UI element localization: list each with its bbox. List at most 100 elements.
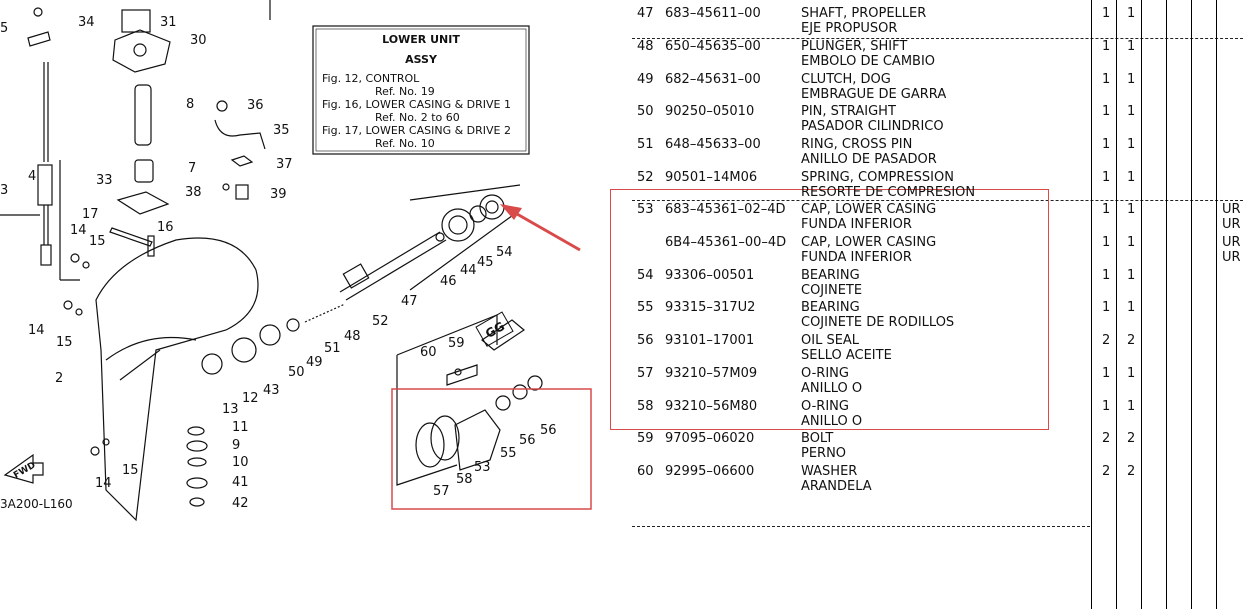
callout-56: 56 [540, 423, 557, 438]
description-en: O-RING [801, 399, 849, 414]
description-en: SPRING, COMPRESSION [801, 170, 954, 185]
description-en: OIL SEAL [801, 333, 860, 348]
callout-5: 5 [0, 21, 8, 36]
ref-number: 51 [637, 137, 654, 152]
quantity-2: 1 [1127, 39, 1136, 54]
part-number: 93315–317U2 [665, 300, 756, 315]
part-number: 97095–06020 [665, 431, 755, 446]
description-en: SHAFT, PROPELLER [801, 6, 927, 21]
description-en: CLUTCH, DOG [801, 72, 891, 87]
callout-31: 31 [160, 15, 177, 30]
quantity-2: 1 [1127, 399, 1136, 414]
svg-text:Ref. No. 10: Ref. No. 10 [375, 137, 435, 150]
quantity-2: 2 [1127, 431, 1136, 446]
callout-2: 2 [55, 371, 63, 386]
remark: UR [1222, 250, 1241, 265]
quantity-1: 1 [1102, 137, 1111, 152]
description-en: RING, CROSS PIN [801, 137, 913, 152]
part-number: 6B4–45361–00–4D [665, 235, 787, 250]
ref-number: 59 [637, 431, 654, 446]
gg-label: GG [483, 319, 507, 341]
description-en: CAP, LOWER CASING [801, 202, 937, 217]
callout-45: 45 [477, 255, 494, 270]
quantity-2: 1 [1127, 300, 1136, 315]
ref-number: 60 [637, 464, 654, 479]
quantity-2: 1 [1127, 72, 1136, 87]
ref-number: 56 [637, 333, 654, 348]
callout-13: 13 [222, 402, 239, 417]
note-title-2: ASSY [405, 53, 438, 66]
quantity-2: 1 [1127, 170, 1136, 185]
quantity-1: 1 [1102, 72, 1111, 87]
callout-60: 60 [420, 345, 437, 360]
description-es: EMBOLO DE CAMBIO [801, 54, 936, 69]
part-number: 682–45631–00 [665, 72, 761, 87]
callout-44: 44 [460, 263, 477, 278]
callout-53: 53 [474, 460, 491, 475]
svg-text:Ref. No. 2 to 60: Ref. No. 2 to 60 [375, 111, 460, 124]
description-es: SELLO ACEITE [801, 348, 892, 363]
quantity-1: 1 [1102, 366, 1111, 381]
highlight-box-cap [391, 388, 592, 510]
callout-14: 14 [28, 323, 45, 338]
part-number: 90501–14M06 [665, 170, 758, 185]
description-en: WASHER [801, 464, 858, 479]
callout-50: 50 [288, 365, 305, 380]
quantity-1: 1 [1102, 399, 1111, 414]
callout-14: 14 [95, 476, 112, 491]
part-number: 93101–17001 [665, 333, 755, 348]
quantity-2: 1 [1127, 202, 1136, 217]
part-number: 683–45611–00 [665, 6, 761, 21]
svg-text:Fig. 12, CONTROL: Fig. 12, CONTROL [322, 72, 420, 85]
ref-number: 54 [637, 268, 654, 283]
callout-35: 35 [273, 123, 290, 138]
quantity-2: 1 [1127, 6, 1136, 21]
callout-56: 56 [519, 433, 536, 448]
description-es: ANILLO O [801, 414, 863, 429]
callout-33: 33 [96, 173, 113, 188]
quantity-2: 2 [1127, 464, 1136, 479]
quantity-1: 1 [1102, 202, 1111, 217]
ref-number: 55 [637, 300, 654, 315]
callout-55: 55 [500, 446, 517, 461]
description-es: FUNDA INFERIOR [801, 217, 912, 232]
callout-15: 15 [89, 234, 106, 249]
description-en: BEARING [801, 268, 860, 283]
callout-47: 47 [401, 294, 418, 309]
callout-38: 38 [185, 185, 202, 200]
note-title-1: LOWER UNIT [382, 33, 460, 46]
callout-52: 52 [372, 314, 389, 329]
callout-42: 42 [232, 496, 249, 511]
ref-number: 48 [637, 39, 654, 54]
quantity-1: 1 [1102, 300, 1111, 315]
remark: UR [1222, 235, 1241, 250]
callout-15: 15 [122, 463, 139, 478]
callout-3: 3 [0, 183, 8, 198]
quantity-2: 2 [1127, 333, 1136, 348]
description-es: PASADOR CILINDRICO [801, 119, 944, 134]
remark: UR [1222, 202, 1241, 217]
description-es: PERNO [801, 446, 847, 461]
description-es: FUNDA INFERIOR [801, 250, 912, 265]
quantity-2: 1 [1127, 268, 1136, 283]
description-es: ARANDELA [801, 479, 872, 494]
svg-text:Ref. No. 19: Ref. No. 19 [375, 85, 435, 98]
callout-43: 43 [263, 383, 280, 398]
lower-unit-note-box: LOWER UNIT ASSY Fig. 12, CONTROL Ref. No… [312, 25, 530, 155]
red-arrow-icon [500, 204, 522, 220]
ref-number: 53 [637, 202, 654, 217]
description-es: EMBRAGUE DE GARRA [801, 87, 947, 102]
part-number: 93210–56M80 [665, 399, 758, 414]
svg-text:Fig. 17, LOWER CASING & DRIVE: Fig. 17, LOWER CASING & DRIVE 2 [322, 124, 511, 137]
callout-16: 16 [157, 220, 174, 235]
part-number: 648–45633–00 [665, 137, 761, 152]
part-number: 93210–57M09 [665, 366, 758, 381]
ref-number: 50 [637, 104, 654, 119]
description-en: PLUNGER, SHIFT [801, 39, 908, 54]
callout-17: 17 [82, 207, 99, 222]
callout-58: 58 [456, 472, 473, 487]
part-number: 650–45635–00 [665, 39, 761, 54]
description-es: COJINETE DE RODILLOS [801, 315, 955, 330]
quantity-1: 1 [1102, 235, 1111, 250]
